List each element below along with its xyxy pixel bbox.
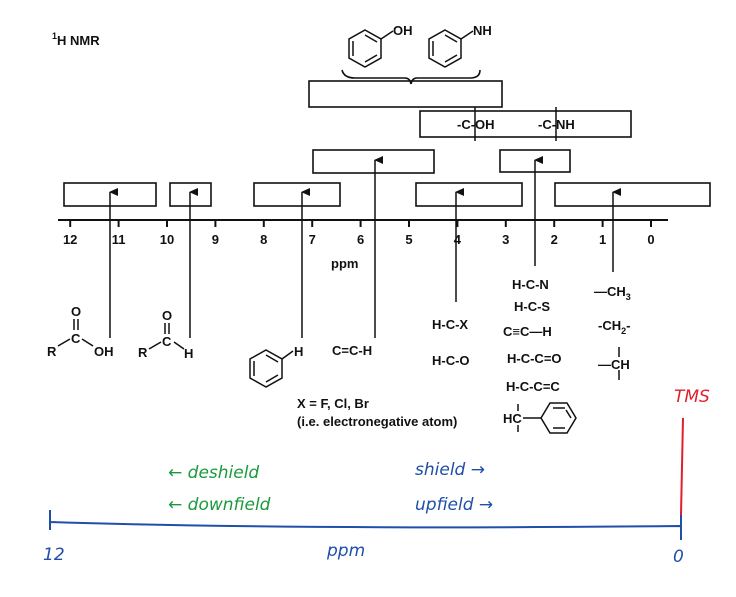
- hcx-label: H-C-X: [432, 317, 468, 332]
- title: 1H NMR: [52, 31, 100, 48]
- svg-text:R: R: [47, 344, 57, 359]
- svg-text:O: O: [162, 308, 172, 323]
- range-box-aromatic: [253, 182, 341, 207]
- benzylic-structure: [517, 402, 577, 434]
- shield-note: shield →: [415, 460, 485, 480]
- benzylic-label: HC: [503, 411, 522, 426]
- axis-tick-label: 6: [357, 232, 364, 247]
- svg-text:C: C: [162, 334, 172, 349]
- hand-axis-right: 0: [673, 547, 684, 567]
- hcco-label: H-C-C=O: [507, 351, 562, 366]
- hcs-label: H-C-S: [514, 299, 550, 314]
- vinyl-label: C=C-H: [332, 343, 372, 358]
- hand-axis-left: 12: [43, 545, 65, 565]
- axis-tick-label: 3: [502, 232, 509, 247]
- aniline-structure: [428, 29, 474, 68]
- hcn-label: H-C-N: [512, 277, 549, 292]
- ch3-label: —CH3: [594, 284, 631, 302]
- svg-text:O: O: [71, 304, 81, 319]
- alcohol-label: -C-OH: [457, 117, 495, 132]
- deshield-note: ← deshield: [168, 463, 259, 483]
- hccc-label: H-C-C=C: [506, 379, 560, 394]
- amine-label: -C-NH: [538, 117, 575, 132]
- x-definition: X = F, Cl, Br: [297, 396, 369, 411]
- range-box-vinyl: [312, 149, 435, 174]
- axis-tick-label: 1: [599, 232, 606, 247]
- aromatic-h: H: [294, 344, 303, 359]
- axis-tick-label: 9: [212, 232, 219, 247]
- svg-text:H: H: [184, 346, 193, 361]
- hand-drawn-axis: [49, 510, 682, 540]
- svg-text:R: R: [138, 345, 148, 360]
- tms-label: TMS: [674, 387, 710, 407]
- axis-tick-label: 10: [160, 232, 174, 247]
- phenol-oh: OH: [393, 23, 413, 38]
- range-box-alcohol-amine: [419, 110, 632, 138]
- hco-label: H-C-O: [432, 353, 470, 368]
- benzene-structure: [249, 349, 294, 388]
- axis-tick-label: 7: [309, 232, 316, 247]
- upfield-note: upfield →: [415, 495, 493, 515]
- aniline-nh: NH: [473, 23, 492, 38]
- carboxylic-acid-structure: O C R OH: [47, 304, 114, 359]
- axis-tick-label: 11: [112, 232, 126, 247]
- axis-label: ppm: [331, 256, 358, 271]
- range-box-alkyl: [554, 182, 711, 207]
- brace: [341, 69, 481, 85]
- svg-text:OH: OH: [94, 344, 114, 359]
- aldehyde-structure: O C R H: [138, 308, 193, 361]
- hand-axis-label: ppm: [326, 541, 365, 561]
- svg-text:C: C: [71, 331, 81, 346]
- ch2-label: -CH2-: [598, 318, 630, 336]
- axis-tick-label: 5: [405, 232, 412, 247]
- tms-line: [680, 417, 684, 516]
- alkyne-label: C≡C—H: [503, 324, 552, 339]
- axis-tick-label: 2: [551, 232, 558, 247]
- axis-tick-label: 12: [63, 232, 77, 247]
- x-note: (i.e. electronegative atom): [297, 414, 457, 429]
- axis-tick-label: 8: [260, 232, 267, 247]
- range-box-hetero: [415, 182, 523, 207]
- ch-label: —CH: [598, 357, 630, 372]
- phenol-structure: [348, 29, 394, 68]
- axis-tick-label: 4: [454, 232, 462, 247]
- range-box-phenol-aniline: [308, 80, 503, 108]
- downfield-note: ← downfield: [168, 495, 271, 515]
- axis-tick-label: 0: [647, 232, 654, 247]
